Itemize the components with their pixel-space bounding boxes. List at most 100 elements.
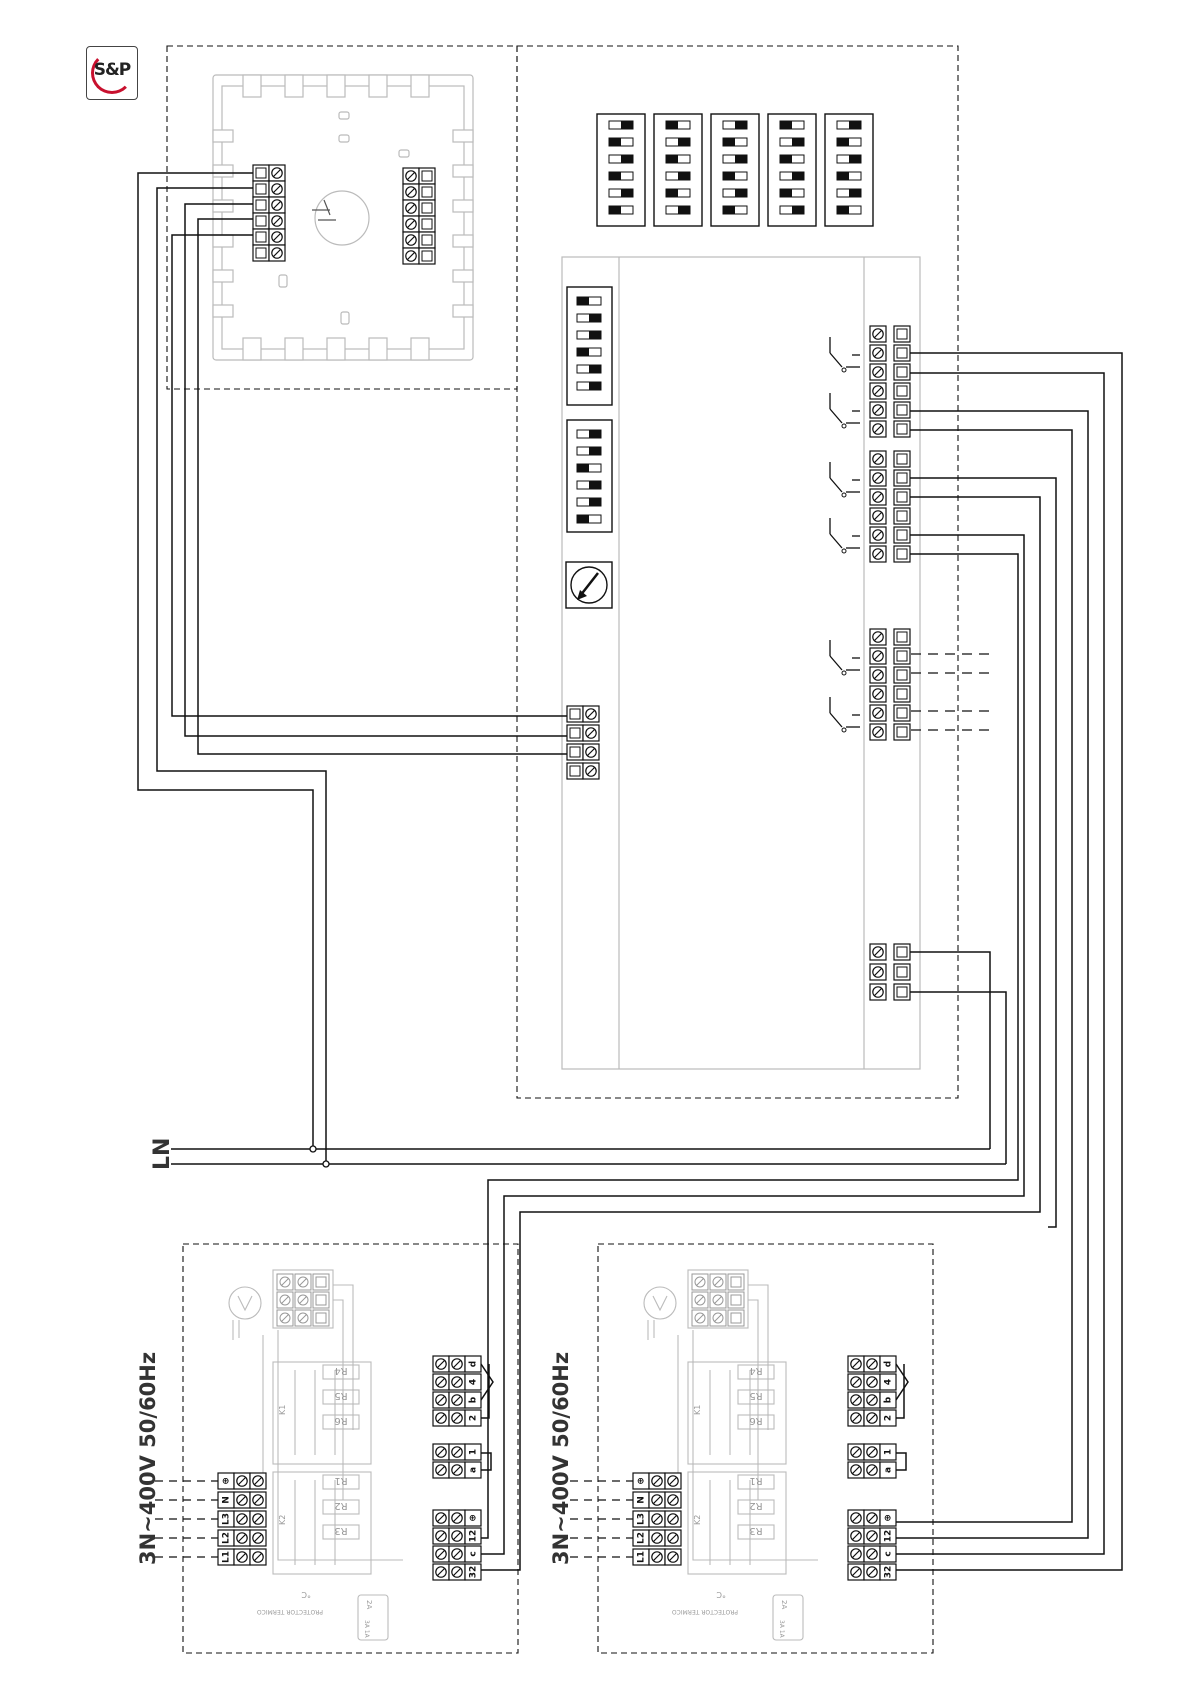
dip-lever [609,172,621,180]
dip-lever [577,348,589,356]
resistor-label: R6 [334,1415,347,1426]
resistor-label: R4 [334,1365,347,1376]
dip-lever [609,138,621,146]
thermal-protector-unit: °C [716,1590,726,1599]
control-terminal-label: 2 [884,1415,894,1421]
control-terminal-label: 32 [884,1566,894,1579]
resistor-label: R1 [334,1475,347,1486]
resistor-label: R2 [749,1500,762,1511]
thermostat-terminal-block [253,165,285,261]
fuse-label: 2A [780,1600,788,1609]
supply-label-1: 3N~400V 50/60Hz [136,1352,160,1565]
power-terminal-label: ⊕ [637,1477,647,1485]
control-terminal-label: a [469,1467,479,1473]
thermal-protector-label: PROTECTOR TERMICO [257,1608,323,1615]
dip-lever [780,189,792,197]
dip-lever [621,155,633,163]
supply-lines [570,1481,633,1557]
control-terminal-label: ⊕ [884,1514,894,1522]
dip-lever [723,172,735,180]
resistor-label: R1 [749,1475,762,1486]
control-terminal-label: 2 [469,1415,479,1421]
unused-outputs [911,654,990,730]
relay-contacts [830,337,860,732]
dip-lever [577,515,589,523]
control-terminal-label: 4 [884,1379,894,1385]
dip-lever [609,206,621,214]
control-terminal-label: 1 [884,1449,894,1455]
dip-lever [621,121,633,129]
fuse-label: 3A 1A [778,1620,785,1639]
contactor-label: K1 [278,1405,287,1415]
resistor-label: R6 [749,1415,762,1426]
control-terminal-label: 32 [469,1566,479,1579]
resistor-label: R2 [334,1500,347,1511]
control-terminal-label: c [884,1551,894,1556]
power-terminal-label: ⊕ [222,1477,232,1485]
dip-lever [589,430,601,438]
control-terminal-label: a [884,1467,894,1473]
dip-lever [780,155,792,163]
mains-label: LN [150,1138,175,1170]
pcb-dip-switches [567,287,612,532]
power-terminal-label: L1 [222,1551,232,1563]
heater-control-terminals: 32c12⊕a12b4d [848,1356,896,1580]
supply-label-2: 3N~400V 50/60Hz [549,1352,573,1565]
power-terminal-label: L3 [637,1513,647,1525]
control-terminal-label: c [469,1551,479,1556]
dip-lever [678,206,690,214]
dip-lever [589,498,601,506]
dip-lever [589,481,601,489]
control-terminal-label: b [469,1396,479,1403]
contactor-label: K2 [278,1515,287,1525]
rotary-selector [566,562,612,608]
control-terminal-label: b [884,1396,894,1403]
fuse-label: 3A 1A [363,1620,370,1639]
power-terminal-label: N [222,1496,232,1504]
wires [138,173,1122,1570]
resistor-label: R4 [749,1365,762,1376]
fuse-label: 2A [365,1600,373,1609]
resistor-label: R5 [334,1390,347,1401]
dip-lever [589,447,601,455]
dip-lever [577,297,589,305]
control-terminal-label: 12 [469,1530,479,1543]
control-terminal-label: 12 [884,1530,894,1543]
power-terminal-label: L2 [637,1532,647,1544]
thermostat-terminal-block-right [403,168,435,264]
power-terminal-label: L2 [222,1532,232,1544]
resistor-label: R3 [334,1525,347,1536]
control-terminal-label: 1 [469,1449,479,1455]
dip-lever [792,206,804,214]
power-terminal-label: L1 [637,1551,647,1563]
relay-terminal-block-1 [870,326,910,437]
dip-lever [678,172,690,180]
thermal-protector-label: PROTECTOR TERMICO [672,1608,738,1615]
resistor-label: R5 [749,1390,762,1401]
dip-lever [837,206,849,214]
dip-lever [589,382,601,390]
relay-terminal-block-3 [870,629,910,740]
supply-lines [155,1481,218,1557]
logo-text: S&P [87,60,137,80]
dip-lever [723,206,735,214]
dip-lever [837,172,849,180]
dip-lever [837,138,849,146]
heater-power-terminals: L1 L2 L3 N ⊕ [633,1473,681,1565]
brand-logo: S&P [86,46,138,100]
power-terminal-label: N [637,1496,647,1504]
resistor-label: R3 [749,1525,762,1536]
control-terminal-label: d [884,1361,894,1367]
jumper-links [896,1364,908,1470]
control-terminal-label: d [469,1361,479,1367]
dip-lever [621,189,633,197]
relay-terminal-block-2 [870,451,910,562]
contactor-label: K1 [693,1405,702,1415]
dip-lever [735,155,747,163]
contactor-label: K2 [693,1515,702,1525]
